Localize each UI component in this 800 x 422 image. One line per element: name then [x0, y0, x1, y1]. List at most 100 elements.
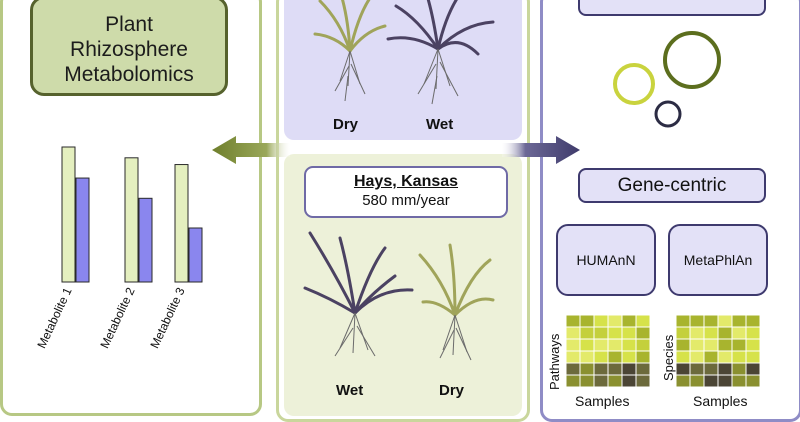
heatmap-cell [703, 314, 719, 328]
heatmap-cell [565, 374, 581, 388]
heatmap-cell [635, 362, 651, 376]
heatmap-cell [675, 326, 691, 340]
bottom-dry-label: Dry [439, 382, 465, 399]
humann-box: HUMAnN [556, 224, 656, 296]
heatmap-cell [745, 326, 761, 340]
left-arrow [212, 136, 290, 164]
top-wet-label: Wet [426, 116, 454, 133]
site-precipitation: 580 mm/year [362, 192, 450, 209]
heatmap-cell [745, 374, 761, 388]
heatmap-cell [731, 338, 747, 352]
heatmap-cell [675, 362, 691, 376]
heatmap-cell [717, 362, 733, 376]
bar-series1-3 [174, 164, 189, 283]
gene-centric-box: Gene-centric [578, 168, 766, 203]
bar-series2-3 [188, 227, 203, 283]
title-line-3: Metabolomics [64, 62, 194, 86]
site-name: Hays, Kansas [353, 173, 459, 190]
heatmap-cell [675, 314, 691, 328]
heatmap-cell [593, 374, 609, 388]
heatmap-cell [731, 314, 747, 328]
heatmap-cell [689, 350, 705, 364]
community-circles-icon [613, 31, 721, 128]
bar-series2-2 [138, 197, 153, 283]
heatmap-cell [579, 350, 595, 364]
heatmap-cell [689, 326, 705, 340]
heatmap-cell [689, 362, 705, 376]
metabolomics-title-box: Plant Rhizosphere Metabolomics [30, 0, 228, 96]
heatmap-cell [593, 362, 609, 376]
heatmap-cell [689, 338, 705, 352]
heatmap-cell [717, 338, 733, 352]
right-arrow [502, 136, 580, 164]
heatmap-cell [565, 326, 581, 340]
metaphlan-box: MetaPhlAn [668, 224, 768, 296]
metabolite-tick-label: Metabolite 2 [97, 285, 137, 350]
metabolite-tick-label: Metabolite 1 [34, 285, 74, 350]
heatmap-cell [745, 314, 761, 328]
heatmap-cell [621, 374, 637, 388]
dry-plant-icon [313, 0, 387, 102]
heatmap-cell [703, 362, 719, 376]
heatmap-cell [745, 338, 761, 352]
heatmap-cell [703, 374, 719, 388]
heatmap-cell [745, 362, 761, 376]
wet-plant-icon [303, 231, 414, 357]
heatmap-cell [607, 314, 623, 328]
heatmap-cell [579, 326, 595, 340]
top-dry-label: Dry [333, 116, 359, 133]
heatmap-cell [635, 374, 651, 388]
heatmap-cell [565, 362, 581, 376]
dry-plant-icon [418, 243, 495, 361]
title-line-2: Rhizosphere [70, 37, 188, 61]
heatmap-cell [579, 374, 595, 388]
heatmap-cell [593, 338, 609, 352]
heatmap-cell [565, 314, 581, 328]
heatmap-cell [689, 314, 705, 328]
heatmap-cell [565, 350, 581, 364]
heatmap-cell [745, 350, 761, 364]
heatmap-cell [607, 362, 623, 376]
heatmap-cell [579, 314, 595, 328]
pathways-heatmap [565, 314, 651, 388]
samples-axis-label-2: Samples [693, 393, 748, 409]
heatmap-cell [579, 338, 595, 352]
heatmap-cell [621, 326, 637, 340]
heatmap-cell [607, 338, 623, 352]
heatmap-cell [675, 374, 691, 388]
heatmap-cell [731, 326, 747, 340]
pathways-axis-label: Pathways [547, 333, 562, 390]
heatmap-cell [607, 326, 623, 340]
heatmap-cell [621, 314, 637, 328]
heatmap-cell [607, 350, 623, 364]
heatmap-cell [703, 326, 719, 340]
heatmap-cell [635, 314, 651, 328]
heatmap-cell [717, 314, 733, 328]
heatmap-cell [731, 362, 747, 376]
heatmap-cell [731, 350, 747, 364]
heatmap-cell [635, 326, 651, 340]
bar-series2-1 [75, 177, 90, 283]
heatmap-cell [621, 350, 637, 364]
heatmap-cell [621, 362, 637, 376]
bar-series1-2 [124, 157, 139, 283]
heatmap-cell [593, 350, 609, 364]
metabolite-tick-label: Metabolite 3 [147, 285, 187, 350]
heatmap-cell [717, 326, 733, 340]
heatmap-cell [635, 338, 651, 352]
heatmap-cell [593, 314, 609, 328]
heatmap-cell [675, 338, 691, 352]
heatmap-cell [621, 338, 637, 352]
metabolomics-title: Plant Rhizosphere Metabolomics [64, 6, 194, 87]
bar-series1-1 [61, 146, 76, 283]
heatmap-cell [717, 374, 733, 388]
site-box: Hays, Kansas 580 mm/year [304, 166, 508, 218]
heatmap-cell [565, 338, 581, 352]
bottom-wet-label: Wet [336, 382, 364, 399]
heatmap-cell [717, 350, 733, 364]
heatmap-cell [703, 338, 719, 352]
title-line-1: Plant [105, 12, 153, 36]
heatmap-cell [579, 362, 595, 376]
heatmap-cell [675, 350, 691, 364]
